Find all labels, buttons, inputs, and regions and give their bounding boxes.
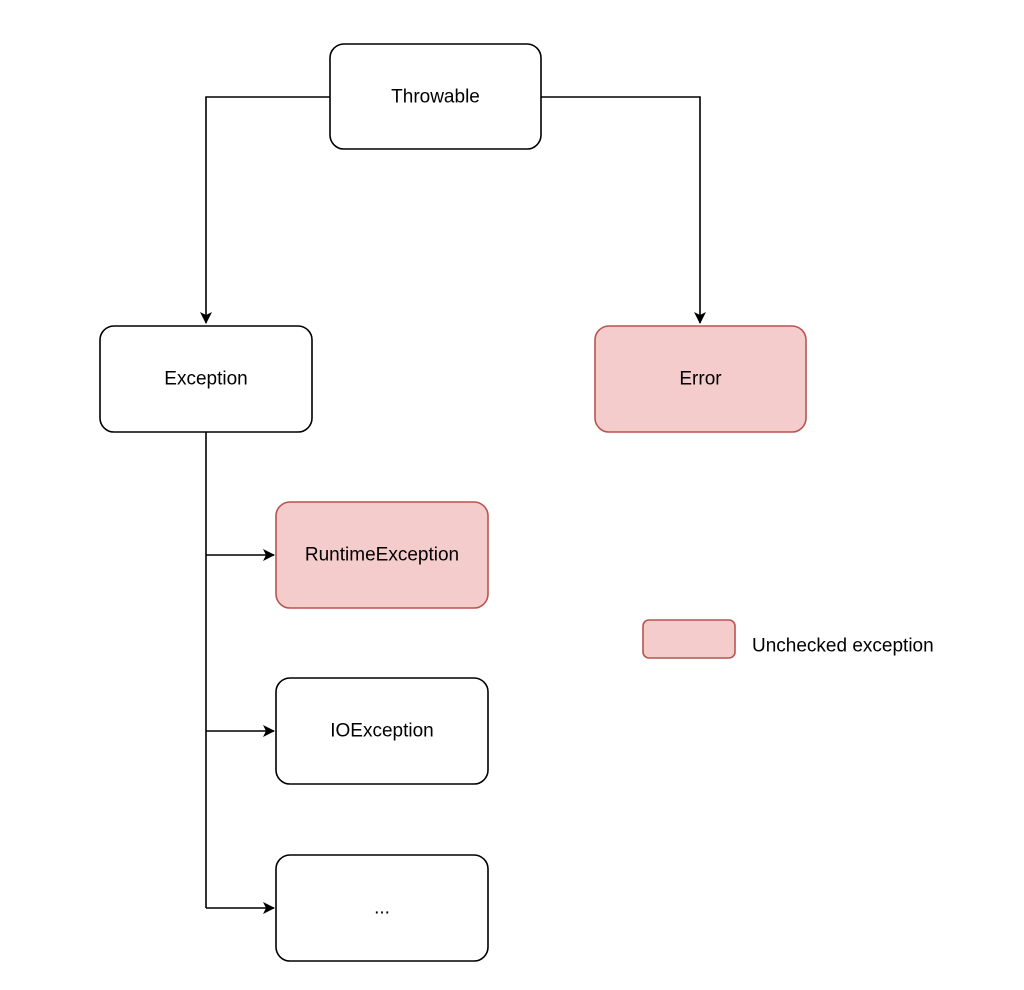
exception-node[interactable]: Exception [99, 325, 313, 433]
legend-unchecked-label: Unchecked exception [752, 636, 934, 657]
exception-box [99, 325, 313, 433]
more-node[interactable]: ... [275, 854, 489, 962]
error-node[interactable]: Error [594, 325, 807, 433]
exception-label: Exception [164, 369, 247, 390]
io-exception-node[interactable]: IOException [275, 677, 489, 785]
edge-throwable-to-exception [200, 96, 330, 324]
error-box [594, 325, 807, 433]
throwable-node[interactable]: Throwable [329, 43, 542, 150]
runtime-exception-node[interactable]: RuntimeException [275, 501, 489, 609]
legend: Unchecked exception [642, 619, 934, 659]
edge-throwable-to-error [541, 96, 706, 324]
throwable-box [329, 43, 542, 150]
runtime-exception-label: RuntimeException [305, 545, 459, 566]
io-exception-box [275, 677, 489, 785]
legend-unchecked-swatch [642, 619, 736, 659]
more-label: ... [374, 898, 390, 919]
more-box [275, 854, 489, 962]
runtime-exception-box [275, 501, 489, 609]
throwable-label: Throwable [391, 87, 480, 108]
error-label: Error [679, 369, 722, 390]
io-exception-label: IOException [330, 721, 434, 742]
